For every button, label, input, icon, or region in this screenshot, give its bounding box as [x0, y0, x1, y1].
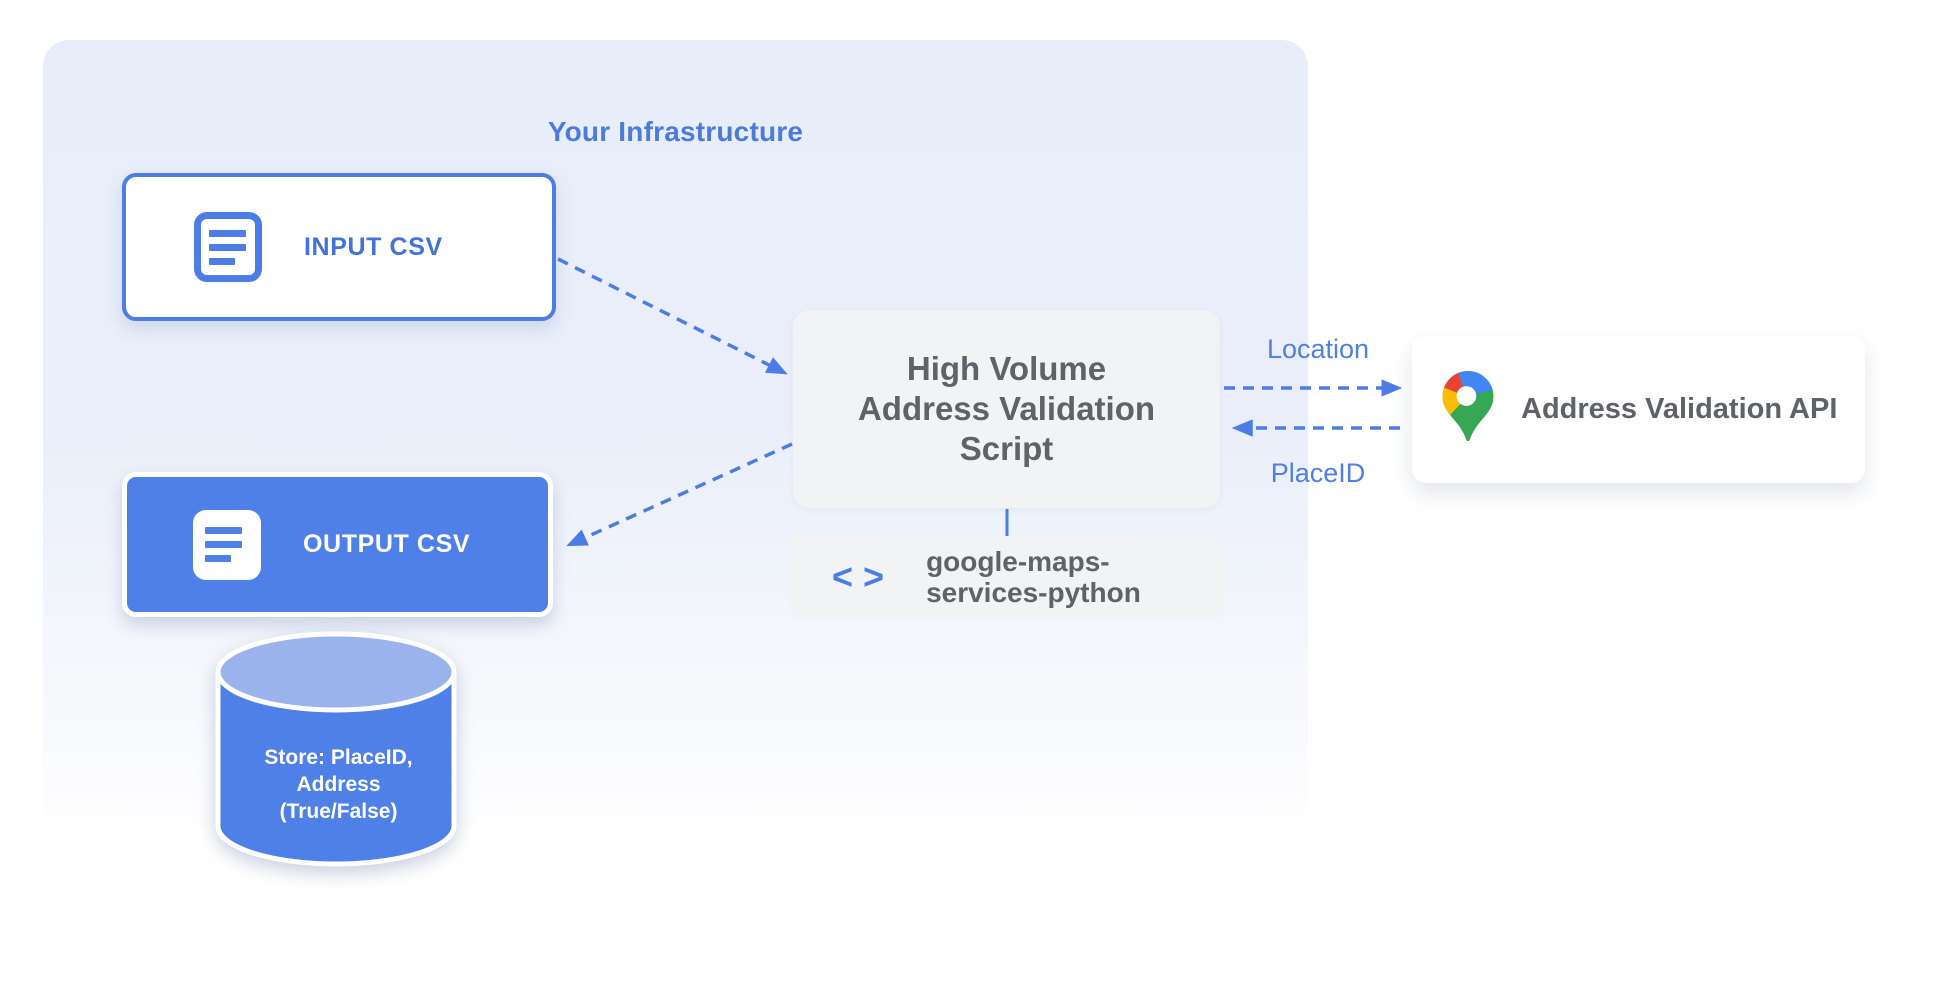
- output-csv-label: OUTPUT CSV: [303, 530, 471, 558]
- document-icon: [193, 509, 261, 580]
- datastore-line-3: (True/False): [279, 800, 398, 823]
- script-node: High Volume Address Validation Script: [793, 310, 1220, 508]
- api-label: Address Validation API: [1521, 393, 1838, 425]
- input-csv-node: INPUT CSV: [122, 173, 556, 321]
- datastore-line-1: Store: PlaceID,: [264, 746, 413, 769]
- library-label: google-maps- services-python: [926, 546, 1141, 608]
- google-maps-pin-icon: [1442, 370, 1494, 441]
- output-csv-node: OUTPUT CSV: [122, 472, 553, 617]
- library-node: < > google-maps- services-python: [790, 536, 1223, 618]
- library-line-2: services-python: [926, 577, 1141, 608]
- edge-label-placeid: PlaceID: [1270, 458, 1366, 488]
- database-cylinder-icon: [215, 631, 457, 867]
- script-line-1: High Volume: [906, 350, 1107, 387]
- datastore-label: Store: PlaceID, Address (True/False): [217, 744, 460, 825]
- input-csv-label: INPUT CSV: [304, 232, 443, 261]
- script-line-2: Address Validation: [857, 390, 1156, 427]
- document-icon: [194, 212, 262, 282]
- infrastructure-title: Your Infrastructure: [547, 116, 804, 147]
- library-line-1: google-maps-: [926, 546, 1110, 577]
- code-icon: < >: [832, 556, 885, 597]
- script-line-3: Script: [959, 430, 1054, 467]
- datastore-line-2: Address: [296, 773, 381, 796]
- api-node: Address Validation API: [1412, 336, 1865, 483]
- edge-label-location: Location: [1266, 334, 1370, 364]
